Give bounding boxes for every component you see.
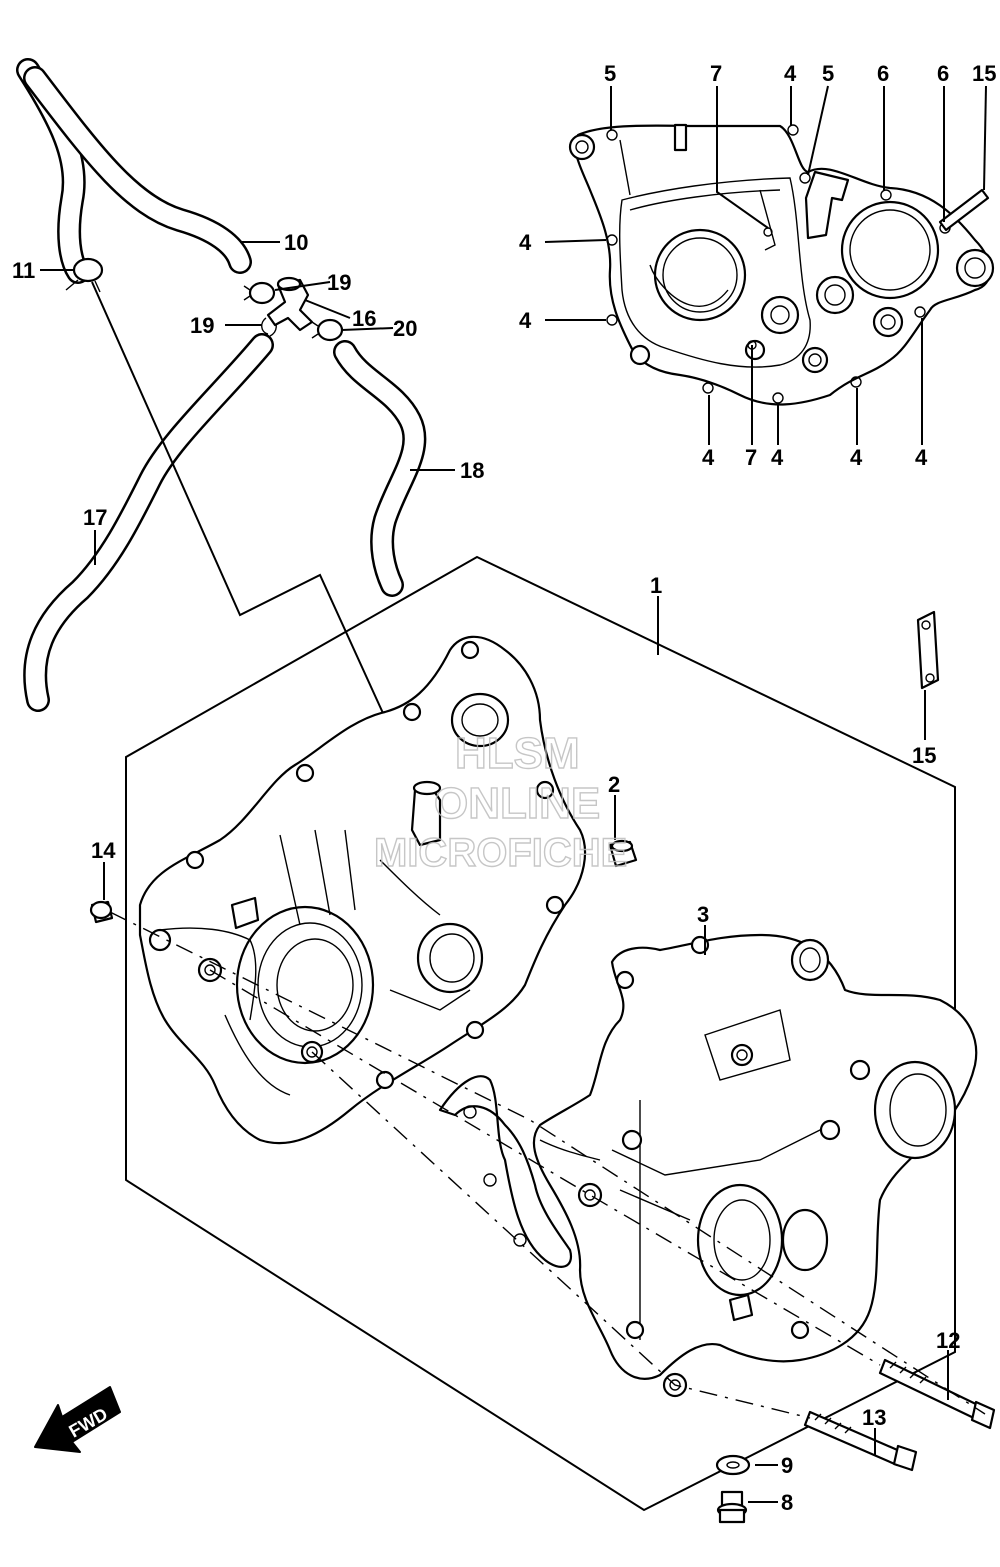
inset-leader-lines bbox=[544, 85, 987, 445]
callout-4: 4 bbox=[519, 230, 532, 255]
plug-14 bbox=[89, 900, 114, 924]
callout-16: 16 bbox=[352, 306, 376, 331]
bolt-12 bbox=[878, 1358, 996, 1430]
callout-4: 4 bbox=[519, 308, 532, 333]
watermark-line-2: ONLINE bbox=[434, 779, 600, 828]
watermark: HLSM ONLINE MICROFICHE bbox=[373, 728, 628, 875]
callout-8: 8 bbox=[781, 1490, 793, 1515]
callout-1: 1 bbox=[650, 573, 662, 598]
callout-13: 13 bbox=[862, 1405, 886, 1430]
callout-7: 7 bbox=[745, 445, 757, 470]
callout-4: 4 bbox=[850, 445, 863, 470]
watermark-line-3: MICROFICHE bbox=[374, 831, 627, 875]
callout-2: 2 bbox=[608, 772, 620, 797]
main-leader-lines bbox=[40, 241, 949, 1503]
gasket bbox=[438, 1075, 573, 1268]
hose-17 bbox=[23, 333, 274, 712]
leader-line-11 bbox=[91, 281, 419, 791]
callout-20: 20 bbox=[393, 316, 417, 341]
clip-20 bbox=[311, 318, 344, 342]
callout-19: 19 bbox=[190, 313, 214, 338]
callout-7: 7 bbox=[710, 61, 722, 86]
callout-11: 11 bbox=[12, 258, 35, 283]
callout-17: 17 bbox=[83, 505, 107, 530]
callout-4: 4 bbox=[784, 61, 797, 86]
clip-19-upper bbox=[243, 281, 276, 305]
callout-5: 5 bbox=[822, 61, 834, 86]
fwd-arrow-icon: FWD bbox=[34, 1386, 121, 1453]
callout-18: 18 bbox=[460, 458, 484, 483]
callout-labels: 1 2 3 4 4 4 4 4 4 4 4 5 5 6 6 7 7 8 9 10… bbox=[12, 61, 996, 1515]
t-joint-16 bbox=[266, 276, 314, 332]
callout-10: 10 bbox=[284, 230, 308, 255]
left-crankcase-half bbox=[138, 635, 587, 1145]
callout-4: 4 bbox=[771, 445, 784, 470]
hose-18 bbox=[333, 340, 427, 597]
assembly-frame bbox=[125, 555, 956, 1512]
crankcase-inset-view bbox=[568, 123, 995, 406]
assembly-center-lines bbox=[109, 911, 986, 1419]
bolt-8 bbox=[716, 1490, 748, 1524]
callout-14: 14 bbox=[91, 838, 116, 863]
callout-4: 4 bbox=[915, 445, 928, 470]
bolt-13 bbox=[803, 1410, 918, 1472]
callout-3: 3 bbox=[697, 902, 709, 927]
callout-12: 12 bbox=[936, 1328, 960, 1353]
callout-6: 6 bbox=[937, 61, 949, 86]
callout-15: 15 bbox=[912, 743, 936, 768]
callout-4: 4 bbox=[702, 445, 715, 470]
callout-15: 15 bbox=[972, 61, 996, 86]
callout-9: 9 bbox=[781, 1453, 793, 1478]
right-crankcase-half bbox=[532, 933, 978, 1398]
dowel-2 bbox=[608, 839, 638, 868]
callout-6: 6 bbox=[877, 61, 889, 86]
callout-19: 19 bbox=[327, 270, 351, 295]
clip-15 bbox=[916, 610, 940, 690]
watermark-line-1: HLSM bbox=[455, 729, 580, 778]
callout-5: 5 bbox=[604, 61, 616, 86]
hose-10 bbox=[16, 58, 252, 284]
washer-9 bbox=[715, 1454, 751, 1476]
